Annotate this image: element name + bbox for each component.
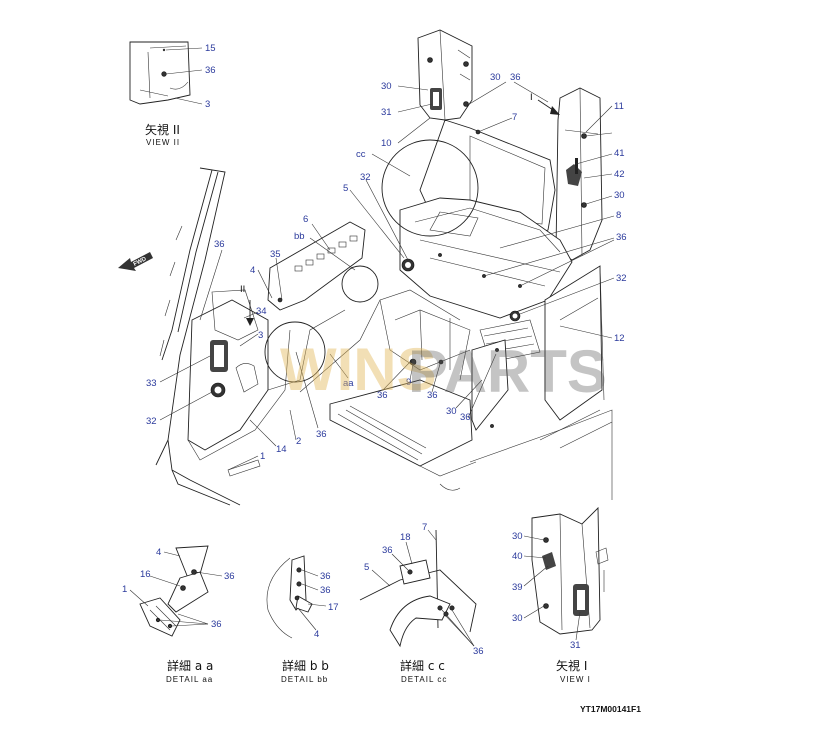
detail-cc-caption-en: DETAIL cc <box>401 675 447 684</box>
callout-30: 30 <box>381 81 392 92</box>
callout-36: 36 <box>460 412 471 423</box>
callout-33: 33 <box>146 378 157 389</box>
callout-30: 30 <box>512 613 523 624</box>
callout-31: 31 <box>381 107 392 118</box>
view-ii-caption-en: VIEW II <box>146 138 180 147</box>
callout-12: 12 <box>614 333 625 344</box>
callout-32: 32 <box>360 172 371 183</box>
fwd-arrow-icon: FWD <box>118 252 153 271</box>
callout-4: 4 <box>250 265 255 276</box>
callout-36: 36 <box>320 571 331 582</box>
callout-36: 36 <box>616 232 627 243</box>
svg-text:WINS: WINS <box>280 336 437 403</box>
callout-36: 36 <box>510 72 521 83</box>
callout-7: 7 <box>422 522 427 533</box>
detail-cc: 7 18 36 5 36 詳細 c c DETAIL cc <box>359 522 484 684</box>
callout-5: 5 <box>364 562 369 573</box>
callout-5: 5 <box>343 183 348 194</box>
detail-bb-caption-en: DETAIL bb <box>281 675 328 684</box>
callout-10: 10 <box>381 138 392 149</box>
callout-9: 9 <box>406 377 411 388</box>
callout-30: 30 <box>512 531 523 542</box>
svg-text:I: I <box>530 92 533 103</box>
detail-cc-caption-jp: 詳細 c c <box>400 658 445 673</box>
detail-bb-caption-jp: 詳細 b b <box>282 658 329 673</box>
callout-36: 36 <box>205 65 216 76</box>
view-i-caption-en: VIEW I <box>560 675 591 684</box>
svg-text:FWD: FWD <box>133 256 148 268</box>
callout-32: 32 <box>146 416 157 427</box>
drawing-code: YT17M00141F1 <box>580 704 641 714</box>
detail-cc-circle <box>381 139 479 237</box>
callout-8: 8 <box>616 210 621 221</box>
cab-interior-main: FWD <box>118 29 627 506</box>
detail-aa-caption-jp: 詳細 a a <box>167 658 213 673</box>
detail-bb-circle <box>341 265 379 303</box>
callout-41: 41 <box>614 148 625 159</box>
callout-bb: bb <box>294 231 305 242</box>
callout-36: 36 <box>473 646 484 657</box>
callout-17: 17 <box>328 602 339 613</box>
callout-40: 40 <box>512 551 523 562</box>
detail-aa: 4 16 36 1 36 詳細 a a DETAIL aa <box>122 545 235 684</box>
view-i-arrow-icon: I <box>530 92 560 115</box>
detail-bb: 36 36 17 4 詳細 b b DETAIL bb <box>266 555 339 684</box>
callout-36: 36 <box>224 571 235 582</box>
callout-42: 42 <box>614 169 625 180</box>
callout-36: 36 <box>320 585 331 596</box>
callout-36: 36 <box>427 390 438 401</box>
detail-aa-caption-en: DETAIL aa <box>166 675 213 684</box>
callout-15: 15 <box>205 43 216 54</box>
callout-1: 1 <box>122 584 127 595</box>
view-i-caption-jp: 矢視 I <box>556 658 587 673</box>
callout-30: 30 <box>490 72 501 83</box>
svg-text:II: II <box>240 284 245 295</box>
callout-36: 36 <box>316 429 327 440</box>
callout-2: 2 <box>296 436 301 447</box>
callout-cc: cc <box>356 149 366 160</box>
callout-6: 6 <box>303 214 308 225</box>
callout-aa: aa <box>343 378 354 389</box>
callout-36: 36 <box>214 239 225 250</box>
view-ii-arrow-icon: II <box>240 284 254 326</box>
callout-39: 39 <box>512 582 523 593</box>
callout-3: 3 <box>258 330 263 341</box>
callout-7: 7 <box>512 112 517 123</box>
detail-aa-circle <box>264 321 326 383</box>
callout-34: 34 <box>256 306 267 317</box>
callout-32: 32 <box>616 273 627 284</box>
callout-35: 35 <box>270 249 281 260</box>
svg-text:PARTS: PARTS <box>408 338 607 405</box>
callout-36: 36 <box>382 545 393 556</box>
callout-3: 3 <box>205 99 210 110</box>
view-ii-inset: 15 36 3 矢視 II VIEW II <box>129 41 216 147</box>
view-i-inset: 30 40 39 30 31 矢視 I VIEW I <box>512 506 609 684</box>
callout-14: 14 <box>276 444 287 455</box>
callout-4: 4 <box>156 547 161 558</box>
callout-18: 18 <box>400 532 411 543</box>
view-ii-caption-jp: 矢視 II <box>145 122 180 137</box>
watermark: WINS PARTS <box>280 336 607 405</box>
callout-16: 16 <box>140 569 151 580</box>
callout-11: 11 <box>614 101 624 112</box>
callout-30: 30 <box>614 190 625 201</box>
callout-36: 36 <box>377 390 388 401</box>
callout-4: 4 <box>314 629 319 640</box>
callout-1: 1 <box>260 451 265 462</box>
callout-36: 36 <box>211 619 222 630</box>
callout-30: 30 <box>446 406 457 417</box>
callout-31: 31 <box>570 640 581 651</box>
